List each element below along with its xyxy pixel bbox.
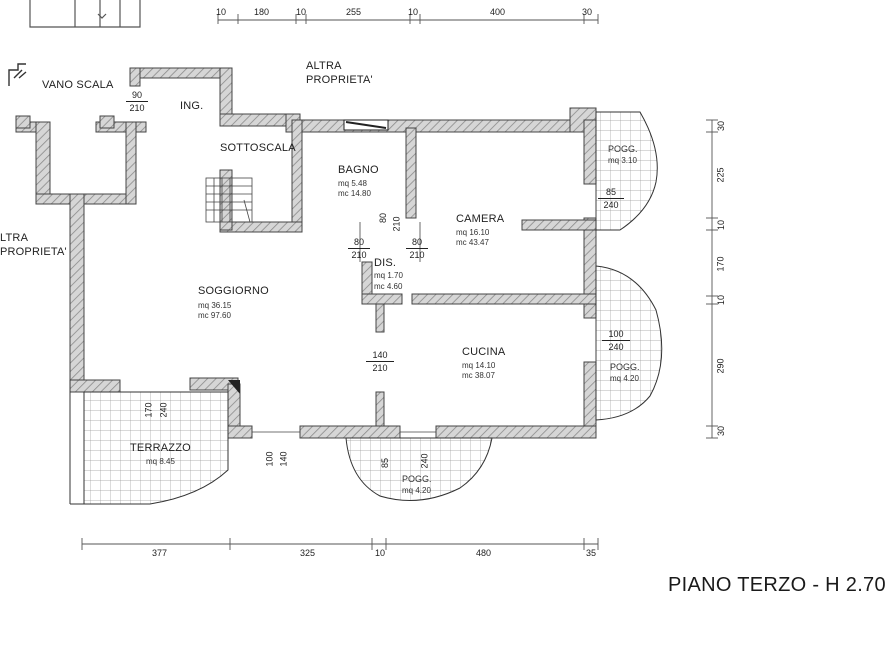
bagno-volume: mc 14.80 bbox=[338, 189, 371, 198]
opening-marks bbox=[252, 184, 597, 433]
bagno-opening-width: 80 bbox=[378, 212, 389, 224]
dim-bottom-3: 10 bbox=[375, 548, 386, 558]
soggiorno-area: mq 36.15 bbox=[198, 301, 232, 310]
dis-right-opening-width: 80 bbox=[406, 236, 428, 249]
walls bbox=[15, 67, 597, 439]
dis-volume: mc 4.60 bbox=[374, 282, 403, 291]
pogg-right-area: mq 4.20 bbox=[610, 374, 639, 383]
terrazzo-label: TERRAZZO bbox=[130, 442, 191, 454]
ing-opening-height: 210 bbox=[129, 103, 145, 113]
bagno-label: BAGNO bbox=[338, 164, 379, 176]
terrazzo-area: mq 8.45 bbox=[146, 457, 175, 466]
dim-right-1: 30 bbox=[716, 120, 727, 132]
pogg-bottom-label: POGG. bbox=[402, 474, 432, 484]
balcony-top bbox=[595, 111, 658, 231]
dim-right-2: 225 bbox=[715, 167, 726, 183]
soggiorno-label: SOGGIORNO bbox=[198, 285, 269, 297]
altra-proprieta-top-label-2: PROPRIETA' bbox=[306, 74, 373, 86]
pogg-right-label: POGG. bbox=[610, 362, 640, 372]
dim-top-2: 180 bbox=[254, 7, 270, 17]
ing-opening-width: 90 bbox=[126, 89, 148, 102]
terrazzo-opening-height: 240 bbox=[158, 402, 169, 418]
sottoscala-stairs bbox=[205, 177, 253, 223]
bagno-area: mq 5.48 bbox=[338, 179, 367, 188]
dis-right-opening-height: 210 bbox=[409, 250, 425, 260]
soggiorno-opening-width: 100 bbox=[264, 451, 275, 467]
pogg-top-label: POGG. bbox=[608, 144, 638, 154]
camera-label: CAMERA bbox=[456, 213, 505, 225]
dim-right-6: 290 bbox=[715, 358, 726, 374]
dim-right-7: 30 bbox=[716, 425, 727, 437]
cucina-label: CUCINA bbox=[462, 346, 506, 358]
pogg-top-area: mq 3.10 bbox=[608, 156, 637, 165]
top-left-fragment bbox=[29, 0, 141, 28]
dim-top-4: 255 bbox=[346, 7, 362, 17]
sottoscala-label: SOTTOSCALA bbox=[220, 142, 296, 154]
vano-scala-label: VANO SCALA bbox=[42, 79, 114, 91]
dim-top-3: 10 bbox=[296, 7, 307, 17]
dim-top-6: 400 bbox=[490, 7, 506, 17]
dim-right-3: 10 bbox=[716, 219, 727, 231]
pogg-right-opening-width: 100 bbox=[602, 328, 630, 341]
dis-area: mq 1.70 bbox=[374, 271, 403, 280]
cucina-opening-height: 210 bbox=[372, 363, 388, 373]
soggiorno-opening-height: 140 bbox=[278, 451, 289, 467]
dis-label: DIS. bbox=[374, 257, 397, 269]
camera-area: mq 16.10 bbox=[456, 228, 490, 237]
balcony-right bbox=[595, 265, 663, 421]
altra-proprieta-left-label-2: PROPRIETA' bbox=[0, 246, 67, 258]
pogg-bottom-area: mq 4.20 bbox=[402, 486, 431, 495]
stair-symbol-icon bbox=[8, 63, 27, 86]
balcony-bottom bbox=[345, 437, 493, 501]
dim-right-5: 10 bbox=[716, 294, 727, 306]
dim-top-5: 10 bbox=[408, 7, 419, 17]
pogg-right-opening: 100 240 bbox=[602, 328, 630, 353]
dis-right-opening: 80 210 bbox=[406, 236, 428, 261]
altra-proprieta-top-label-1: ALTRA bbox=[306, 60, 342, 72]
pogg-bottom-opening-width: 85 bbox=[380, 457, 391, 469]
bagno-opening-height: 210 bbox=[391, 216, 402, 232]
corner-marker-icon bbox=[228, 380, 240, 394]
dimension-lines bbox=[81, 14, 718, 550]
dim-bottom-4: 480 bbox=[476, 548, 492, 558]
cucina-opening: 140 210 bbox=[366, 349, 394, 374]
terrace bbox=[83, 391, 229, 505]
pogg-bottom-opening-height: 240 bbox=[419, 453, 430, 469]
altra-proprieta-left-label-1: LTRA bbox=[0, 232, 29, 244]
terrazzo-opening-width: 170 bbox=[143, 402, 154, 418]
dis-left-opening-height: 210 bbox=[351, 250, 367, 260]
ing-label: ING. bbox=[180, 100, 204, 112]
dim-bottom-1: 377 bbox=[152, 548, 168, 558]
dim-right-4: 170 bbox=[715, 256, 726, 272]
cucina-volume: mc 38.07 bbox=[462, 371, 495, 380]
dim-top-1: 10 bbox=[216, 7, 227, 17]
dim-top-7: 30 bbox=[582, 7, 593, 17]
ing-opening: 90 210 bbox=[126, 89, 148, 114]
pogg-top-opening-height: 240 bbox=[603, 200, 619, 210]
camera-volume: mc 43.47 bbox=[456, 238, 489, 247]
cucina-opening-width: 140 bbox=[366, 349, 394, 362]
pogg-top-opening: 85 240 bbox=[598, 186, 624, 211]
dim-bottom-2: 325 bbox=[300, 548, 316, 558]
dim-bottom-5: 35 bbox=[586, 548, 597, 558]
plan-title: PIANO TERZO - H 2.70 bbox=[668, 574, 886, 596]
pogg-top-opening-width: 85 bbox=[598, 186, 624, 199]
soggiorno-volume: mc 97.60 bbox=[198, 311, 231, 320]
balconies bbox=[69, 111, 663, 505]
dis-left-opening-width: 80 bbox=[348, 236, 370, 249]
cucina-area: mq 14.10 bbox=[462, 361, 496, 370]
pogg-right-opening-height: 240 bbox=[608, 342, 624, 352]
dis-left-opening: 80 210 bbox=[348, 236, 370, 261]
